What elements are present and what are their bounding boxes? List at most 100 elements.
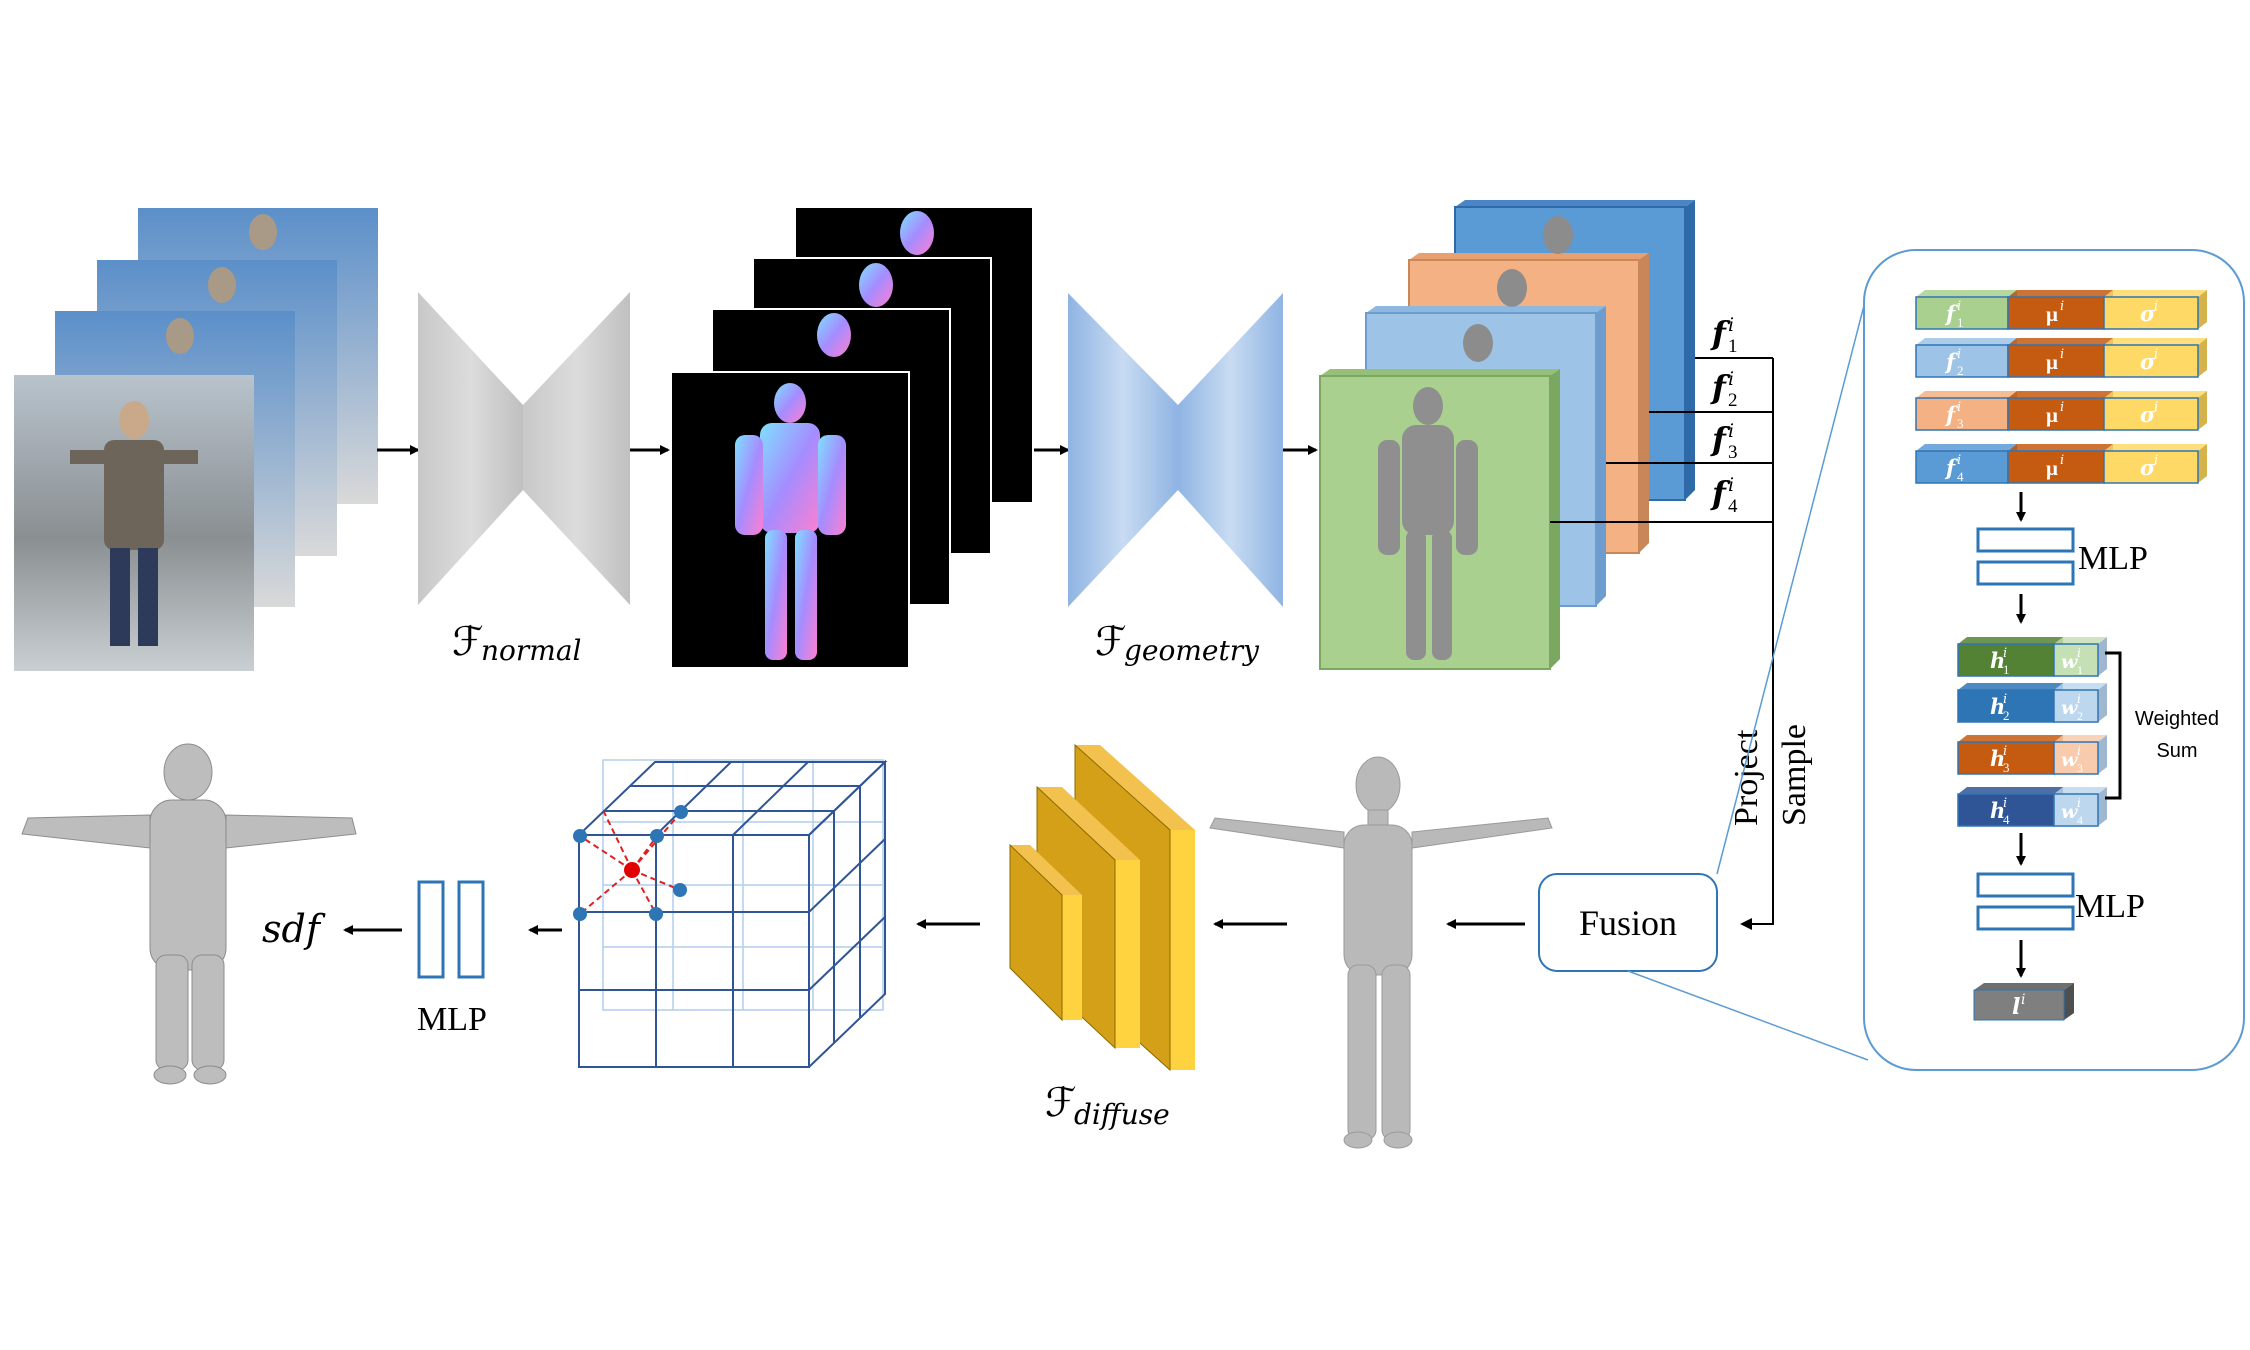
h-cell-label: h bbox=[1990, 648, 2005, 673]
mlp2-layer-2 bbox=[1976, 905, 2075, 931]
f-cell bbox=[1915, 391, 2017, 431]
sigma-cell-label: σ bbox=[2140, 301, 2156, 326]
sigma-cell-sup: i bbox=[2154, 347, 2158, 362]
sigma-cell bbox=[2103, 391, 2207, 431]
fgeometry-sub-label: geometry bbox=[1124, 634, 1260, 667]
sigma-cell-label: σ bbox=[2140, 455, 2156, 480]
feature-label-3-sup: i bbox=[1728, 420, 1734, 442]
feature-labels: f i 1 f i 2 f i 3 f i 4 bbox=[1710, 314, 1738, 517]
h-cell-label: h bbox=[1990, 798, 2005, 823]
mlp3-layer-1 bbox=[417, 880, 445, 979]
h-cell-label: h bbox=[1990, 694, 2005, 719]
weighted-label: Weighted bbox=[2135, 708, 2219, 730]
h-cell-sup: i bbox=[2003, 744, 2007, 759]
mu-cell-sup: i bbox=[2060, 299, 2064, 314]
feature-label-1-sup: i bbox=[1728, 314, 1734, 336]
sum-label: Sum bbox=[2156, 740, 2197, 762]
zoom-line-top bbox=[1716, 289, 1869, 875]
feature-label-1: f bbox=[1710, 314, 1731, 352]
h-cell bbox=[1957, 735, 2063, 775]
feature-label-1-sub: 1 bbox=[1728, 336, 1738, 357]
f-cell-sup: i bbox=[1957, 453, 1961, 468]
w-cell-sup: i bbox=[2077, 646, 2081, 660]
f-cell bbox=[1915, 290, 2017, 330]
w-cell-sub: 2 bbox=[2077, 709, 2083, 723]
h-cell-sub: 2 bbox=[2003, 708, 2010, 723]
projection-lines bbox=[1550, 357, 1774, 925]
sigma-cell-sup: i bbox=[2154, 453, 2158, 468]
h-cell bbox=[1957, 787, 2063, 827]
sigma-cell-label: σ bbox=[2140, 402, 2156, 427]
w-cell bbox=[2053, 735, 2107, 775]
w-cell-sub: 1 bbox=[2077, 663, 2083, 677]
feature-label-2-sup: i bbox=[1728, 368, 1734, 390]
sample-label: Sample bbox=[1776, 724, 1813, 826]
mu-cell-label: μ bbox=[2046, 403, 2058, 427]
w-cell-label: w bbox=[2061, 749, 2078, 771]
f-cell-sup: i bbox=[1957, 400, 1961, 415]
f-cell-sup: i bbox=[1957, 347, 1961, 362]
input-photo-stack bbox=[14, 208, 378, 671]
mu-cell-sup: i bbox=[2060, 400, 2064, 415]
h-cell-sub: 4 bbox=[2003, 812, 2010, 827]
trilinear-interpolation bbox=[573, 805, 688, 921]
w-cell-sub: 3 bbox=[2077, 761, 2083, 775]
w-cell-sub: 4 bbox=[2077, 813, 2083, 827]
mu-cell-label: μ bbox=[2046, 456, 2058, 480]
f-cell-sub: 4 bbox=[1957, 469, 1964, 484]
mlp3-label: MLP bbox=[417, 1001, 487, 1038]
normal-map-stack bbox=[670, 206, 1034, 669]
w-cell-sup: i bbox=[2077, 744, 2081, 758]
w-cell-label: w bbox=[2061, 697, 2078, 719]
f-cell-sub: 2 bbox=[1957, 363, 1964, 378]
mlp1-layer-1 bbox=[1976, 527, 2075, 553]
fdiffuse-sub-label: diffuse bbox=[1074, 1098, 1170, 1131]
feature-label-4-sup: i bbox=[1728, 474, 1734, 496]
weighted-sum-bracket bbox=[2105, 651, 2122, 800]
mu-cell-label: μ bbox=[2046, 350, 2058, 374]
w-cell bbox=[2053, 683, 2107, 723]
smpl-body-mesh bbox=[1209, 756, 1553, 1149]
h-cell-sup: i bbox=[2003, 646, 2007, 661]
person-silhouette bbox=[70, 401, 198, 646]
mlp1-label: MLP bbox=[2078, 540, 2148, 577]
mlp1-layer-2 bbox=[1976, 560, 2075, 586]
h-cell-sup: i bbox=[2003, 796, 2007, 811]
output-l-label: l bbox=[2012, 994, 2020, 1020]
w-cell bbox=[2053, 637, 2107, 677]
mlp3-layer-2 bbox=[457, 880, 485, 979]
feature-label-3-sub: 3 bbox=[1728, 442, 1738, 463]
fusion-label: Fusion bbox=[1579, 903, 1677, 943]
sdf-label: sdf bbox=[262, 907, 326, 951]
feature-label-2: f bbox=[1710, 368, 1731, 406]
mu-cell-sup: i bbox=[2060, 347, 2064, 362]
fdiffuse-layers bbox=[1009, 743, 1195, 1072]
h-cell-sub: 1 bbox=[2003, 662, 2010, 677]
w-cell-label: w bbox=[2061, 801, 2078, 823]
feature-label-2-sub: 2 bbox=[1728, 390, 1738, 411]
mu-cell-sup: i bbox=[2060, 453, 2064, 468]
feature-volume-stack bbox=[1319, 200, 1695, 670]
feature-label-4: f bbox=[1710, 474, 1731, 512]
gray-body bbox=[1378, 387, 1478, 660]
sigma-cell-label: σ bbox=[2140, 349, 2156, 374]
fnormal-label: ℱ bbox=[452, 619, 483, 664]
feature-label-4-sub: 4 bbox=[1728, 496, 1738, 517]
fgeometry-decoder bbox=[1178, 293, 1283, 607]
output-l-block: l i bbox=[1973, 983, 2074, 1021]
f-cell-sup: i bbox=[1957, 299, 1961, 314]
f-cell bbox=[1915, 338, 2017, 378]
h-cell bbox=[1957, 637, 2063, 677]
sigma-cell-sup: i bbox=[2154, 299, 2158, 314]
